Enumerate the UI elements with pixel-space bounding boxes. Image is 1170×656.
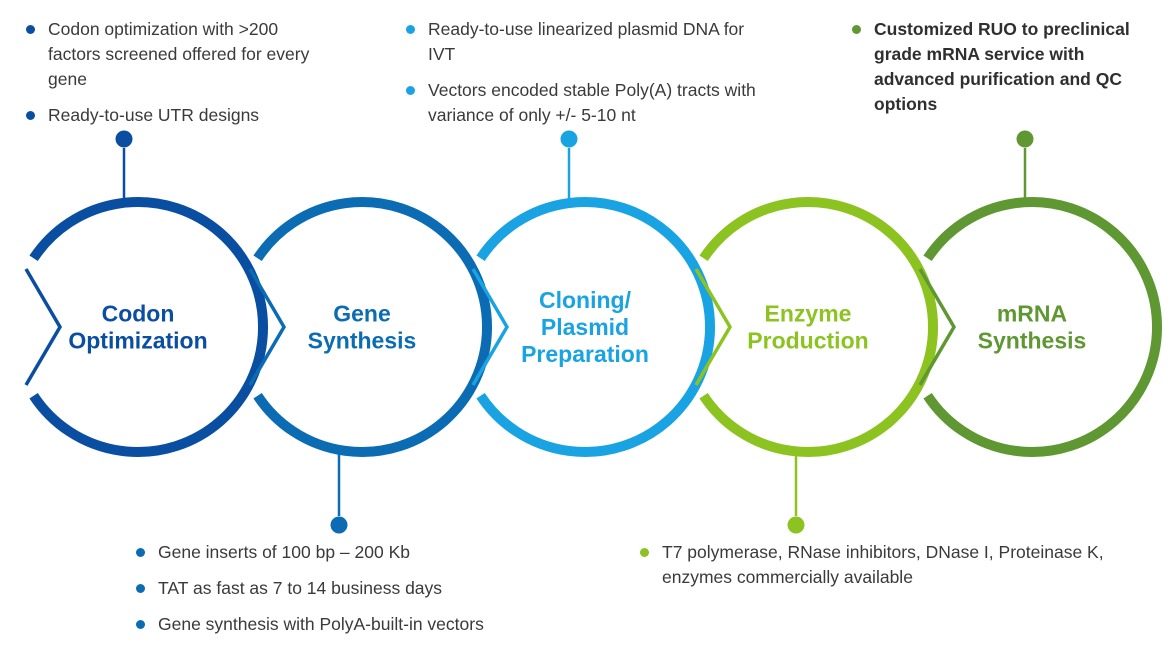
bullet-icon xyxy=(26,111,35,120)
label-line: Synthesis xyxy=(308,328,417,354)
enzyme-ring xyxy=(699,197,938,457)
chevron-icon xyxy=(248,268,287,386)
bullet-icon xyxy=(136,620,145,629)
codon-notes: Codon optimization with >200 factors scr… xyxy=(24,17,324,139)
label-line: Preparation xyxy=(521,341,649,367)
label-line: Plasmid xyxy=(541,314,629,340)
chevron-icon xyxy=(24,268,63,386)
note-item: T7 polymerase, RNase inhibitors, DNase I… xyxy=(638,540,1158,590)
mrna-notes: Customized RUO to preclinical grade mRNA… xyxy=(850,17,1150,128)
note-text: Gene inserts of 100 bp – 200 Kb xyxy=(158,542,410,562)
note-item: Vectors encoded stable Poly(A) tracts wi… xyxy=(404,78,764,128)
bullet-icon xyxy=(136,548,145,557)
enzyme-connector-dot xyxy=(787,516,805,534)
note-text: Codon optimization with >200 factors scr… xyxy=(48,19,310,89)
note-item: Gene inserts of 100 bp – 200 Kb xyxy=(134,540,554,565)
label-line: Optimization xyxy=(68,328,207,354)
mrna-connector-dot xyxy=(1016,130,1034,148)
note-text: TAT as fast as 7 to 14 business days xyxy=(158,578,443,598)
codon-connector-dot xyxy=(115,130,133,148)
bullet-icon xyxy=(406,25,415,34)
bullet-icon xyxy=(640,548,649,557)
gene-notes: Gene inserts of 100 bp – 200 Kb TAT as f… xyxy=(134,540,554,648)
gene-connector-dot xyxy=(330,516,348,534)
bullet-icon xyxy=(26,25,35,34)
cloning-connector-dot xyxy=(560,130,578,148)
bullet-icon xyxy=(852,25,861,34)
note-item: Ready-to-use UTR designs xyxy=(24,103,324,128)
note-item: Customized RUO to preclinical grade mRNA… xyxy=(850,17,1150,117)
label-line: Cloning/ xyxy=(539,287,632,313)
label-line: Production xyxy=(747,328,868,354)
gene-ring xyxy=(253,197,492,457)
label-line: Synthesis xyxy=(978,328,1087,354)
label-line: Enzyme xyxy=(765,301,852,327)
note-text: T7 polymerase, RNase inhibitors, DNase I… xyxy=(662,542,1104,587)
codon-ring xyxy=(29,197,268,457)
note-text: Ready-to-use UTR designs xyxy=(48,105,260,125)
bullet-icon xyxy=(136,584,145,593)
label-line: Codon xyxy=(102,301,175,327)
note-text: Customized RUO to preclinical grade mRNA… xyxy=(874,19,1130,114)
note-item: Codon optimization with >200 factors scr… xyxy=(24,17,324,92)
chevron-icon xyxy=(471,268,510,386)
note-text: Ready-to-use linearized plasmid DNA for … xyxy=(428,19,745,64)
note-item: Ready-to-use linearized plasmid DNA for … xyxy=(404,17,764,67)
enzyme-notes: T7 polymerase, RNase inhibitors, DNase I… xyxy=(638,540,1158,601)
cloning-ring xyxy=(476,197,715,457)
bullet-icon xyxy=(406,86,415,95)
mrna-ring xyxy=(923,197,1162,457)
chevron-icon xyxy=(694,268,733,386)
note-item: TAT as fast as 7 to 14 business days xyxy=(134,576,554,601)
note-text: Vectors encoded stable Poly(A) tracts wi… xyxy=(428,80,756,125)
cloning-notes: Ready-to-use linearized plasmid DNA for … xyxy=(404,17,764,139)
note-item: Gene synthesis with PolyA-built-in vecto… xyxy=(134,612,554,637)
label-line: Gene xyxy=(333,301,391,327)
label-line: mRNA xyxy=(997,301,1067,327)
note-text: Gene synthesis with PolyA-built-in vecto… xyxy=(158,614,484,634)
chevron-icon xyxy=(918,268,957,386)
